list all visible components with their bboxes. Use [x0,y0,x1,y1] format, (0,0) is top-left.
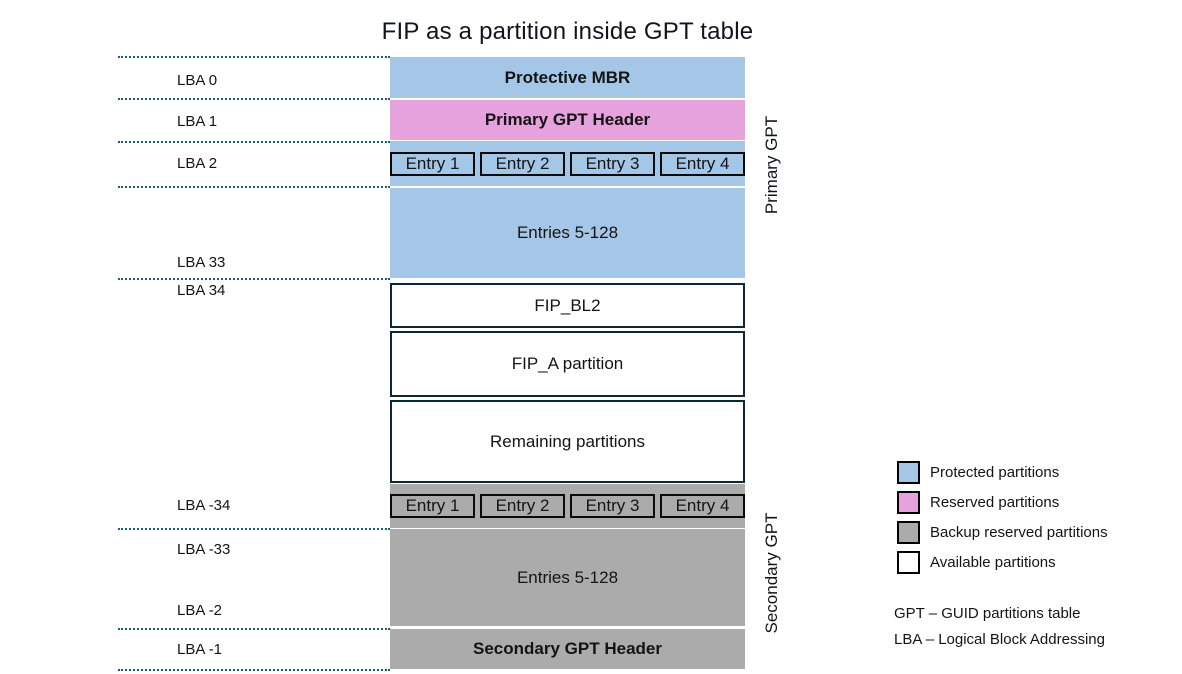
legend-label: Backup reserved partitions [930,524,1108,541]
block-secondary-entry-2: Entry 2 [480,494,565,518]
block-secondary-entry-1: Entry 1 [390,494,475,518]
block-secondary-entries-5-128: Entries 5-128 [390,529,745,626]
lba-label-neg-1: LBA -1 [177,641,223,658]
lba-label-neg-34: LBA -34 [177,497,231,514]
block-secondary-entry-3: Entry 3 [570,494,655,518]
block-primary-entry-row: Entry 1 Entry 2 Entry 3 Entry 4 [390,141,745,186]
legend-label: Protected partitions [930,464,1060,481]
block-primary-entry-2: Entry 2 [480,151,565,176]
legend: Protected partitions Reserved partitions… [897,461,1108,581]
lba-label-2: LBA 2 [177,155,218,172]
lba-boundary-line [118,669,390,671]
lba-boundary-line [118,186,390,188]
block-secondary-gpt-header: Secondary GPT Header [390,629,745,669]
legend-label: Available partitions [930,554,1056,571]
lba-boundary-line [118,141,390,143]
note-gpt: GPT – GUID partitions table [894,605,1081,622]
lba-boundary-line [118,628,390,630]
block-secondary-entry-row: Entry 1 Entry 2 Entry 3 Entry 4 [390,484,745,528]
note-lba: LBA – Logical Block Addressing [894,631,1105,648]
block-primary-entry-3: Entry 3 [570,151,655,176]
legend-item-available: Available partitions [897,551,1108,574]
lba-label-33: LBA 33 [177,254,226,271]
side-label-primary-gpt: Primary GPT [762,115,781,215]
lba-label-neg-33: LBA -33 [177,541,231,558]
block-fip-a-partition: FIP_A partition [390,331,745,397]
block-remaining-partitions: Remaining partitions [390,400,745,483]
block-primary-entry-4: Entry 4 [660,151,745,176]
reserved-color-swatch [897,491,920,514]
legend-label: Reserved partitions [930,494,1060,511]
block-primary-gpt-header: Primary GPT Header [390,100,745,140]
legend-item-protected: Protected partitions [897,461,1108,484]
side-label-secondary-gpt: Secondary GPT [762,512,781,634]
backup-reserved-color-swatch [897,521,920,544]
legend-item-backup-reserved: Backup reserved partitions [897,521,1108,544]
lba-label-1: LBA 1 [177,113,218,130]
block-primary-entry-1: Entry 1 [390,151,475,176]
lba-boundary-line [118,278,390,280]
legend-item-reserved: Reserved partitions [897,491,1108,514]
block-fip-bl2: FIP_BL2 [390,283,745,328]
abbreviation-notes: GPT – GUID partitions table LBA – Logica… [894,601,1105,653]
block-protective-mbr: Protective MBR [390,57,745,98]
protected-color-swatch [897,461,920,484]
block-primary-entries-5-128: Entries 5-128 [390,188,745,278]
lba-boundary-line [118,528,390,530]
block-secondary-entry-4: Entry 4 [660,494,745,518]
lba-boundary-line [118,98,390,100]
lba-label-neg-2: LBA -2 [177,602,223,619]
page-title: FIP as a partition inside GPT table [381,18,754,45]
lba-label-0: LBA 0 [177,72,218,89]
available-color-swatch [897,551,920,574]
lba-label-34: LBA 34 [177,282,226,299]
lba-boundary-line [118,56,390,58]
